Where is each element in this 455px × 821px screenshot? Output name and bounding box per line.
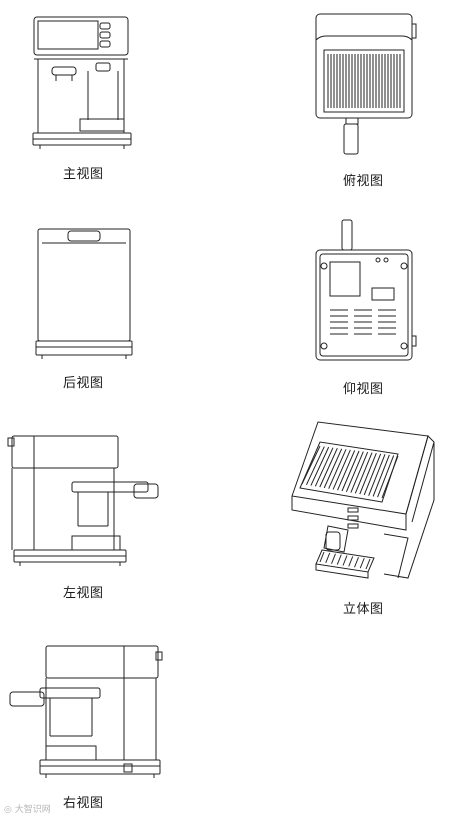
- perspective-view: [288, 418, 448, 590]
- front-view-drawing: [30, 15, 135, 155]
- perspective-view-drawing: [288, 418, 448, 590]
- watermark: ◎ 大智识网: [4, 802, 51, 815]
- bottom-view-caption: 仰视图: [343, 382, 384, 397]
- left-view-caption: 左视图: [63, 586, 104, 601]
- perspective-view-drip-tray: [320, 552, 370, 569]
- rear-view: [30, 225, 140, 365]
- top-view: [312, 10, 422, 160]
- front-view-caption: 主视图: [63, 167, 104, 182]
- top-view-caption: 俯视图: [343, 174, 384, 189]
- rear-view-caption: 后视图: [63, 376, 104, 391]
- watermark-icon: ◎: [4, 805, 12, 815]
- perspective-view-grille: [302, 446, 398, 498]
- top-view-drawing: [312, 10, 422, 160]
- rear-view-drawing: [30, 225, 140, 365]
- bottom-view: [312, 218, 422, 373]
- bottom-view-drawing: [312, 218, 422, 373]
- left-view: [6, 432, 166, 577]
- right-view-drawing: [6, 640, 166, 790]
- top-view-grille: [328, 54, 400, 108]
- left-view-drawing: [6, 432, 166, 577]
- right-view: [6, 640, 166, 790]
- watermark-text: 大智识网: [14, 805, 51, 815]
- bottom-view-vents: [330, 310, 396, 334]
- right-view-caption: 右视图: [63, 796, 104, 811]
- perspective-view-caption: 立体图: [343, 602, 384, 617]
- front-view: [30, 15, 135, 155]
